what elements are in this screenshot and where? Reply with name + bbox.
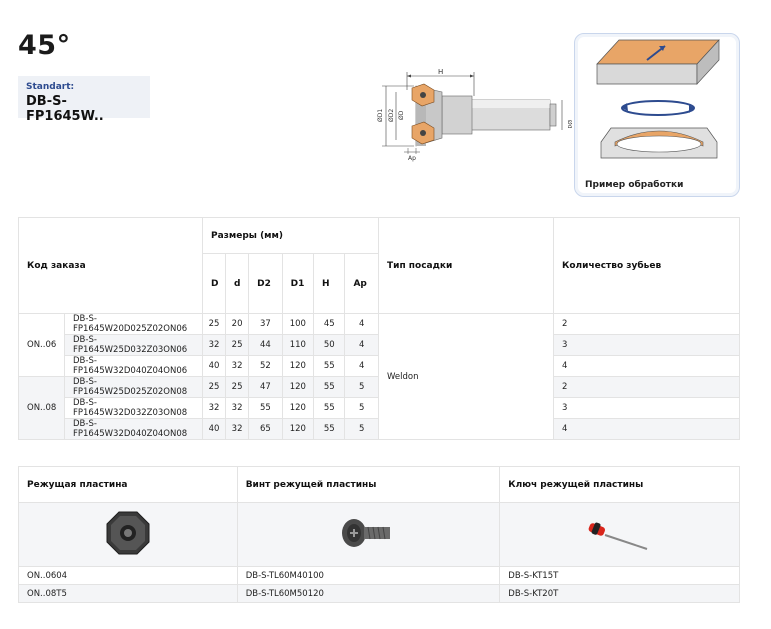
cell-d: 25 xyxy=(225,334,250,356)
group-label: ON..06 xyxy=(18,313,65,377)
machining-illustration xyxy=(596,39,720,159)
screw-icon xyxy=(342,519,391,547)
dim-dd-label: Ød xyxy=(566,120,572,129)
cell-D1: 120 xyxy=(281,355,315,377)
order-code: DB-S-FP1645W25D025Z02ON08 xyxy=(64,376,203,398)
cell-teeth: 4 xyxy=(553,355,740,377)
cell-H: 55 xyxy=(313,355,346,377)
cell-D: 40 xyxy=(201,418,227,440)
cell-D1: 120 xyxy=(281,418,315,440)
parts-table: Режущая пластина Винт режущей пластины К… xyxy=(18,466,740,603)
standard-code: DB-S-FP1645W.. xyxy=(26,94,104,124)
table-row: ON..0604 DB-S-TL60M40100 DB-S-KT15T xyxy=(18,566,740,585)
cell-D2: 47 xyxy=(248,376,283,398)
table-row: DB-S-FP1645W32D040Z04ON08 40 32 65 120 5… xyxy=(19,418,740,440)
standard-label: Standart: xyxy=(26,82,75,92)
order-code: DB-S-FP1645W32D032Z03ON08 xyxy=(64,397,203,419)
col-key: Ключ режущей пластины xyxy=(499,466,740,503)
cell-Ap: 5 xyxy=(344,418,379,440)
cell-D1: 120 xyxy=(281,376,315,398)
col-D1: D1 xyxy=(281,253,315,314)
key-code: DB-S-KT20T xyxy=(499,584,740,603)
cell-D: 40 xyxy=(201,355,227,377)
machining-example: Пример обработки xyxy=(574,33,740,197)
group-label: ON..08 xyxy=(18,376,65,440)
cell-d: 32 xyxy=(225,418,250,440)
cell-H: 50 xyxy=(313,334,346,356)
cell-Ap: 5 xyxy=(344,376,379,398)
col-teeth: Количество зубьев xyxy=(553,217,740,314)
dim-d2-label: ØD2 xyxy=(388,109,395,122)
dim-d1-label: ØD1 xyxy=(377,109,384,122)
dim-d-label: ØD xyxy=(398,110,405,120)
screw-code: DB-S-TL60M50120 xyxy=(236,584,501,603)
insert-icon xyxy=(106,511,150,555)
cell-H: 55 xyxy=(313,418,346,440)
cell-D2: 52 xyxy=(248,355,283,377)
insert-code: ON..08T5 xyxy=(18,584,238,603)
cell-D2: 55 xyxy=(248,397,283,419)
cell-D: 32 xyxy=(201,397,227,419)
cell-d: 32 xyxy=(225,355,250,377)
cell-Ap: 5 xyxy=(344,397,379,419)
cell-teeth: 3 xyxy=(553,334,740,356)
cell-teeth: 2 xyxy=(553,376,740,398)
insert-image xyxy=(18,502,238,567)
cell-Ap: 4 xyxy=(344,313,379,335)
order-code: DB-S-FP1645W32D040Z04ON08 xyxy=(64,418,203,440)
rotation-arrow-icon xyxy=(621,100,695,116)
cell-D1: 110 xyxy=(281,334,315,356)
cell-teeth: 4 xyxy=(553,418,740,440)
key-code: DB-S-KT15T xyxy=(499,566,740,585)
col-H: H xyxy=(313,253,346,314)
cell-teeth: 2 xyxy=(553,313,740,335)
example-caption: Пример обработки xyxy=(585,180,684,190)
cell-H: 55 xyxy=(313,397,346,419)
dim-ap-label: Ap xyxy=(408,155,416,162)
page-title: 45° xyxy=(18,30,71,61)
cell-D: 25 xyxy=(201,376,227,398)
col-insert: Режущая пластина xyxy=(18,466,238,503)
order-code: DB-S-FP1645W20D025Z02ON06 xyxy=(64,313,203,335)
table-row: ON..06 DB-S-FP1645W20D025Z02ON06 25 20 3… xyxy=(18,313,740,440)
cell-H: 55 xyxy=(313,376,346,398)
col-screw: Винт режущей пластины xyxy=(236,466,501,503)
order-code: DB-S-FP1645W25D032Z03ON06 xyxy=(64,334,203,356)
cell-D: 25 xyxy=(201,313,227,335)
cell-d: 25 xyxy=(225,376,250,398)
cutter-drawing: H ØD1 ØD2 ØD Ap Ød xyxy=(377,68,572,162)
cell-D1: 120 xyxy=(281,397,315,419)
col-D2: D2 xyxy=(248,253,283,314)
cell-D1: 100 xyxy=(281,313,315,335)
col-d: d xyxy=(225,253,250,314)
table-row: DB-S-FP1645W32D032Z03ON08 32 32 55 120 5… xyxy=(19,397,740,419)
cell-d: 20 xyxy=(225,313,250,335)
col-D: D xyxy=(201,253,227,314)
order-code: DB-S-FP1645W32D040Z04ON06 xyxy=(64,355,203,377)
cell-Ap: 4 xyxy=(344,334,379,356)
key-image xyxy=(499,502,740,567)
table-row: ON..08T5 DB-S-TL60M50120 DB-S-KT20T xyxy=(18,584,740,603)
cell-d: 32 xyxy=(225,397,250,419)
screw-image xyxy=(236,502,501,567)
cell-D2: 44 xyxy=(248,334,283,356)
cell-D2: 65 xyxy=(248,418,283,440)
cell-Ap: 4 xyxy=(344,355,379,377)
insert-code: ON..0604 xyxy=(18,566,238,585)
standard-box: Standart: DB-S-FP1645W.. xyxy=(18,76,150,124)
dim-h-label: H xyxy=(438,68,443,76)
col-order-code: Код заказа xyxy=(18,217,203,314)
screw-code: DB-S-TL60M40100 xyxy=(236,566,501,585)
col-mount-type: Тип посадки xyxy=(378,217,554,314)
cell-D2: 37 xyxy=(248,313,283,335)
specification-table: Код заказа Размеры (мм) Тип посадки Коли… xyxy=(18,217,740,440)
cell-D: 32 xyxy=(201,334,227,356)
cell-H: 45 xyxy=(313,313,346,335)
cell-teeth: 3 xyxy=(553,397,740,419)
screwdriver-key-icon xyxy=(588,522,647,550)
mount-value: Weldon xyxy=(378,313,554,440)
col-sizes: Размеры (мм) xyxy=(202,217,379,254)
col-Ap: Ap xyxy=(344,253,379,314)
